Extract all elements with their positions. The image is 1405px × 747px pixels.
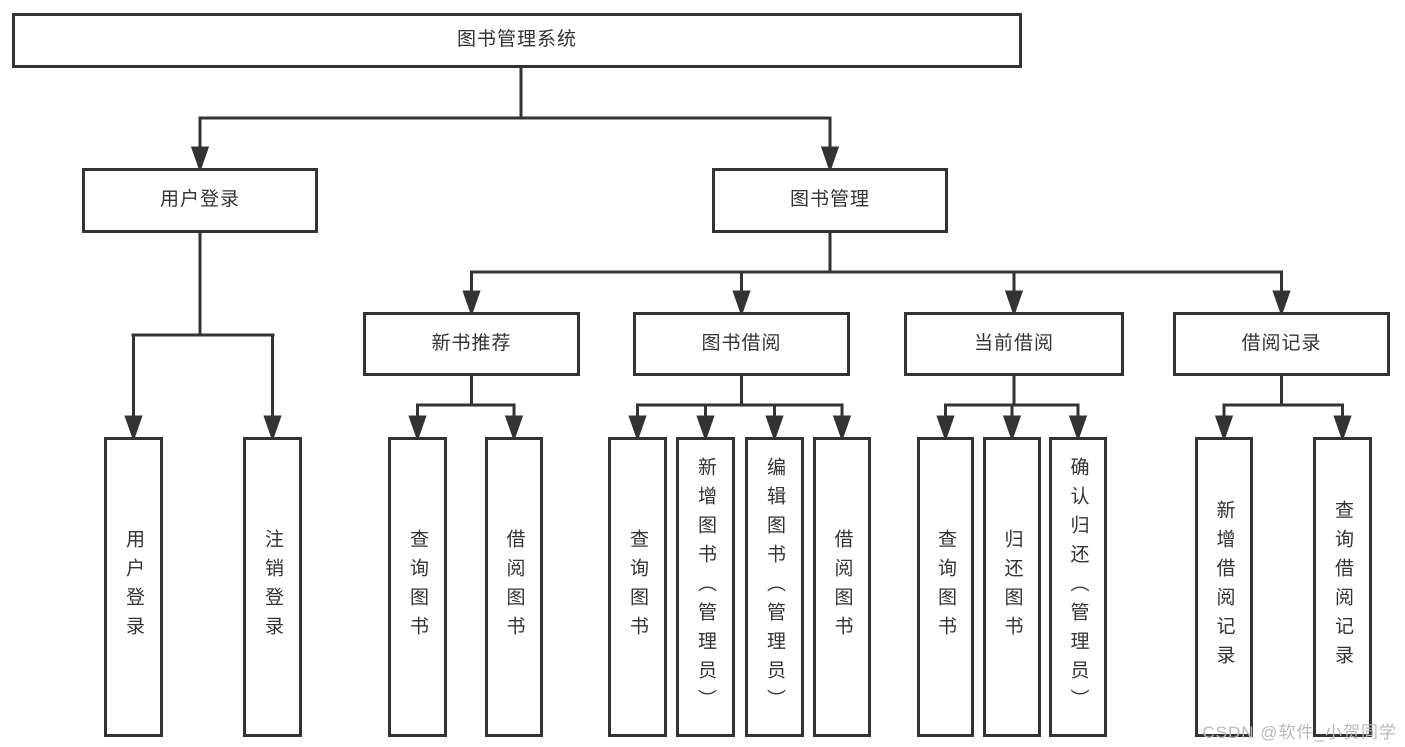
leaf-query-books-recommend: 查询图书 — [388, 437, 447, 737]
node-label: 借阅图书 — [503, 529, 525, 645]
node-library-management-system: 图书管理系统 — [12, 13, 1022, 68]
node-label: 用户登录 — [159, 189, 240, 211]
node-label: 查询借阅记录 — [1332, 500, 1353, 674]
node-label: 编辑图书（管理员） — [764, 456, 785, 718]
node-current-borrowing: 当前借阅 — [904, 312, 1124, 376]
leaf-add-book-admin: 新增图书（管理员） — [676, 437, 735, 737]
leaf-query-books-borrowing: 查询图书 — [608, 437, 667, 737]
leaf-borrow-books-recommend: 借阅图书 — [485, 437, 543, 737]
watermark-text: CSDN @软件_小贺同学 — [1202, 723, 1397, 742]
node-borrowing-records: 借阅记录 — [1173, 312, 1390, 376]
node-label: 确认归还（管理员） — [1067, 456, 1089, 718]
leaf-user-login: 用户登录 — [104, 437, 163, 737]
node-label: 查询图书 — [935, 529, 956, 645]
node-label: 图书管理 — [789, 189, 870, 211]
leaf-confirm-return-admin: 确认归还（管理员） — [1049, 437, 1107, 737]
node-label: 当前借阅 — [973, 332, 1054, 354]
node-label: 图书管理系统 — [456, 29, 577, 51]
leaf-logout: 注销登录 — [243, 437, 302, 737]
node-label: 借阅记录 — [1241, 332, 1322, 354]
node-label: 图书借阅 — [701, 332, 782, 354]
node-label: 新增图书（管理员） — [695, 456, 716, 718]
leaf-return-book: 归还图书 — [983, 437, 1041, 737]
leaf-query-borrow-record: 查询借阅记录 — [1313, 437, 1372, 737]
node-label: 查询图书 — [627, 529, 648, 645]
node-label: 新书推荐 — [431, 332, 512, 354]
node-label: 用户登录 — [123, 529, 144, 645]
node-label: 借阅图书 — [831, 529, 853, 645]
node-book-borrowing: 图书借阅 — [633, 312, 850, 376]
leaf-query-books-current: 查询图书 — [917, 437, 974, 737]
leaf-add-borrow-record: 新增借阅记录 — [1195, 437, 1253, 737]
node-book-management: 图书管理 — [712, 168, 948, 233]
node-label: 新增借阅记录 — [1213, 500, 1235, 674]
node-label: 归还图书 — [1001, 529, 1023, 645]
node-label: 注销登录 — [262, 529, 283, 645]
leaf-edit-book-admin: 编辑图书（管理员） — [745, 437, 804, 737]
node-user-login: 用户登录 — [82, 168, 318, 233]
node-new-book-recommend: 新书推荐 — [363, 312, 580, 376]
node-label: 查询图书 — [407, 529, 428, 645]
leaf-borrow-books: 借阅图书 — [813, 437, 871, 737]
